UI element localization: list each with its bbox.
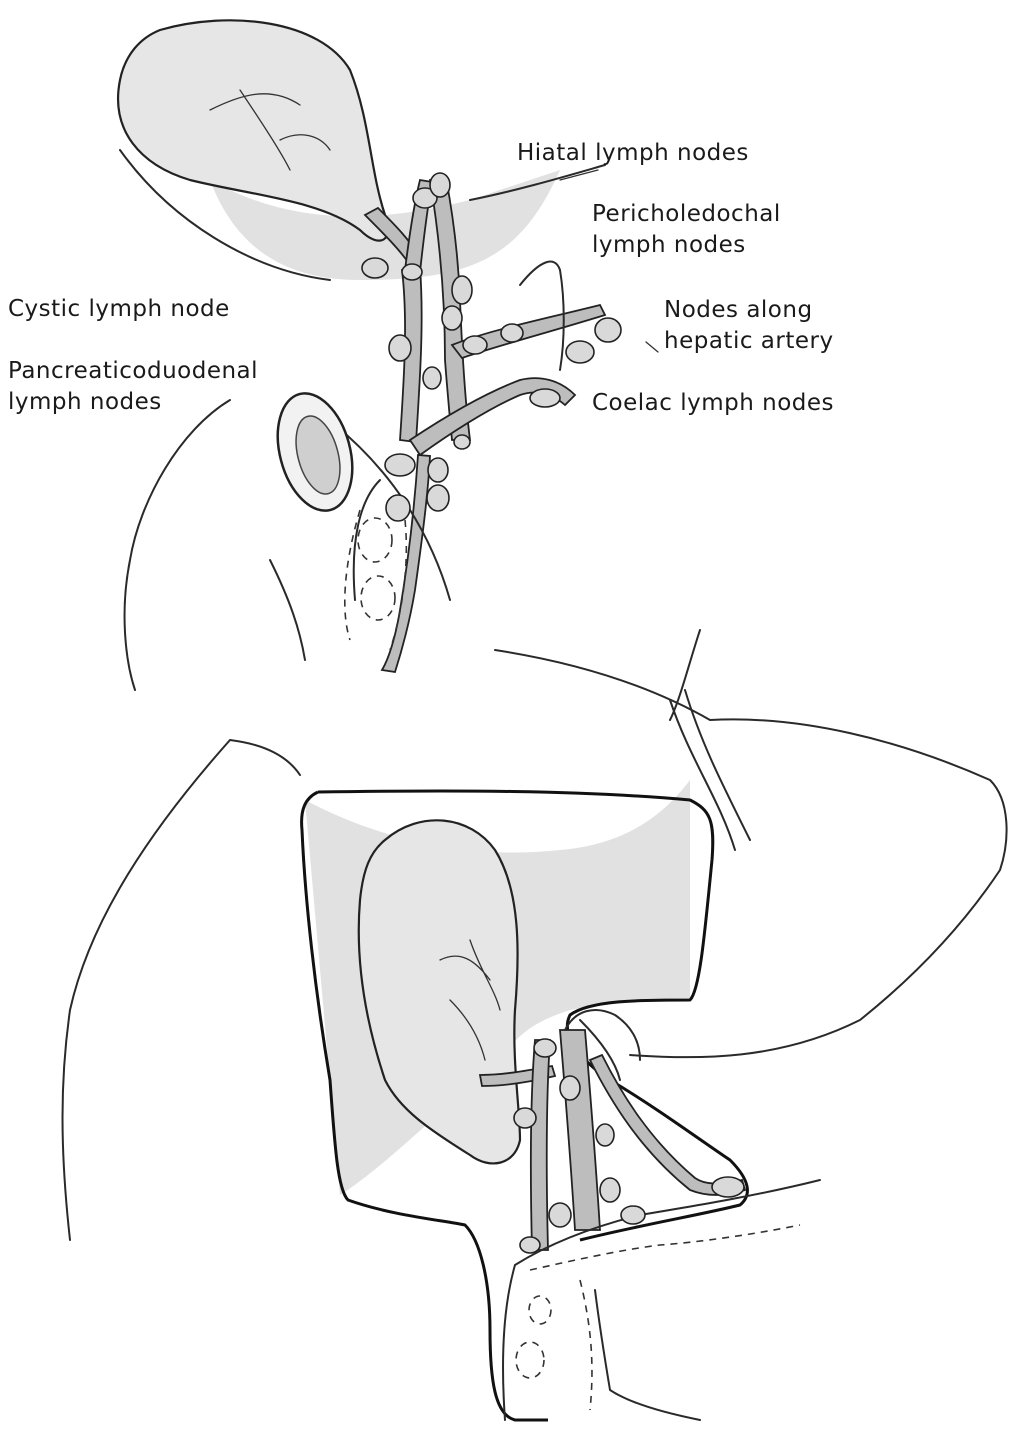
label-hiatal-lymph-nodes: Hiatal lymph nodes (517, 138, 749, 169)
label-pericholedochal-lymph-nodes: Pericholedochal lymph nodes (592, 199, 781, 261)
cbd-bottom (531, 1040, 550, 1250)
label-pancreaticoduodenal-lymph-nodes: Pancreaticoduodenal lymph nodes (8, 356, 258, 418)
dashed-pancreas-bottom (530, 1225, 800, 1410)
leader-nodes-hepatic (646, 342, 658, 352)
dashed-node-1-top (358, 518, 392, 562)
label-coelac-lymph-nodes: Coelac lymph nodes (592, 388, 834, 419)
bottom-illustration (63, 630, 1007, 1420)
dashed-node-2-top (361, 576, 395, 620)
dashed-node-2-bottom (516, 1342, 544, 1378)
hepatic-artery-bottom (590, 1055, 745, 1195)
dashed-node-1-bottom (529, 1296, 551, 1324)
label-cystic-lymph-node: Cystic lymph node (8, 294, 230, 325)
label-nodes-along-hepatic-artery: Nodes along hepatic artery (664, 295, 834, 357)
